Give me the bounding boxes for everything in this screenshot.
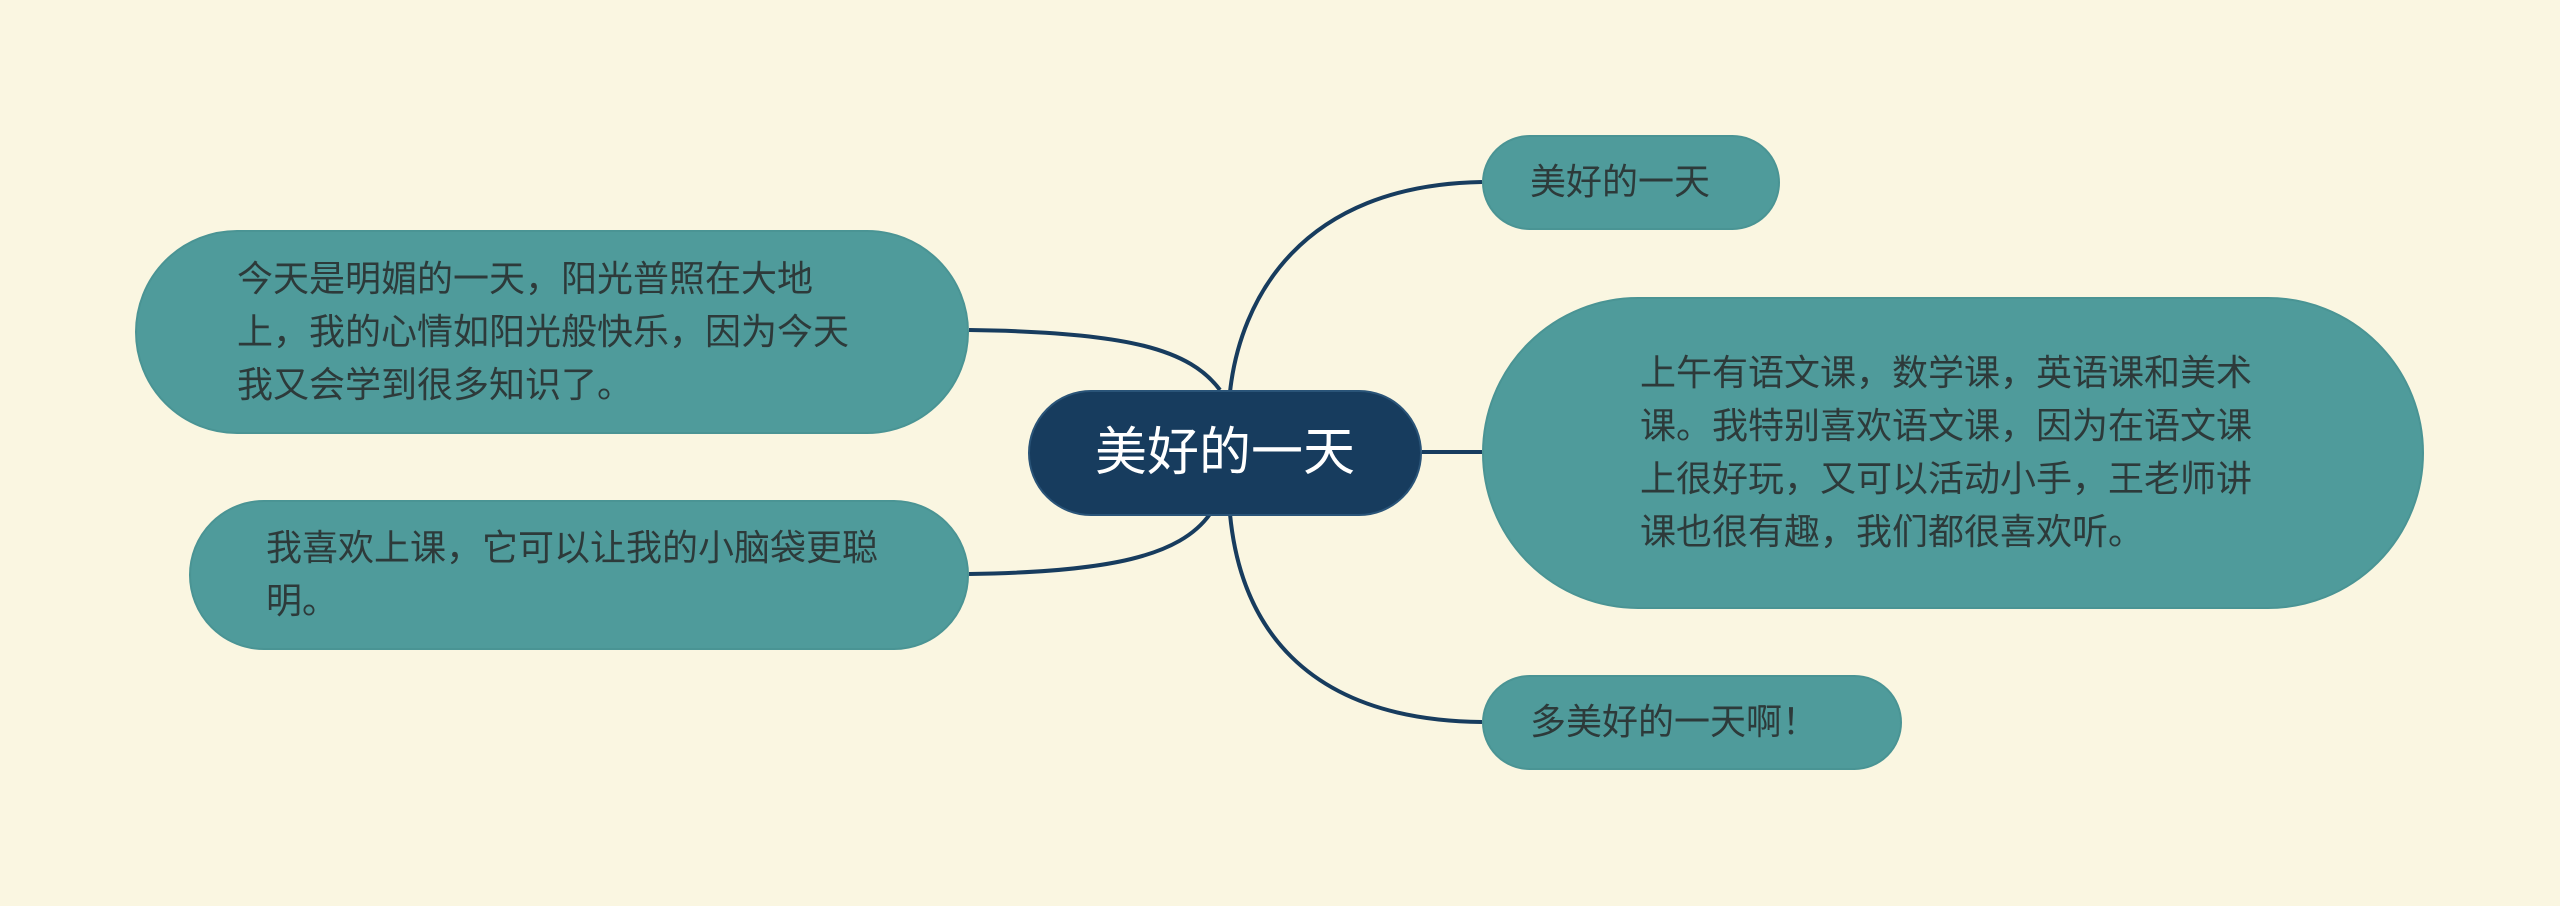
- topic-label: 我喜欢上课，它可以让我的小脑袋更聪明。: [266, 528, 879, 622]
- topic-node-sunny-day[interactable]: 今天是明媚的一天，阳光普照在大地上，我的心情如阳光般快乐，因为今天我又会学到很多…: [135, 230, 969, 434]
- topic-label: 多美好的一天啊！: [1530, 702, 1819, 743]
- connector-right-1: [1228, 180, 1483, 393]
- connector-left-bottom: [968, 512, 1212, 576]
- connector-left-top: [968, 328, 1222, 392]
- topic-label: 上午有语文课，数学课，英语课和美术课。我特别喜欢语文课，因为在语文课上很好玩，又…: [1640, 353, 2253, 553]
- topic-node-what-a-day[interactable]: 多美好的一天啊！: [1482, 675, 1902, 770]
- center-topic-label: 美好的一天: [1094, 423, 1355, 483]
- topic-label: 美好的一天: [1530, 162, 1711, 203]
- topic-label: 今天是明媚的一天，阳光普照在大地上，我的心情如阳光般快乐，因为今天我又会学到很多…: [237, 258, 850, 406]
- topic-node-beautiful-day[interactable]: 美好的一天: [1482, 135, 1780, 230]
- connector-right-3: [1228, 513, 1483, 724]
- topic-node-like-class[interactable]: 我喜欢上课，它可以让我的小脑袋更聪明。: [189, 500, 969, 650]
- center-topic-node[interactable]: 美好的一天: [1028, 390, 1422, 516]
- topic-node-morning-classes[interactable]: 上午有语文课，数学课，英语课和美术课。我特别喜欢语文课，因为在语文课上很好玩，又…: [1482, 297, 2424, 609]
